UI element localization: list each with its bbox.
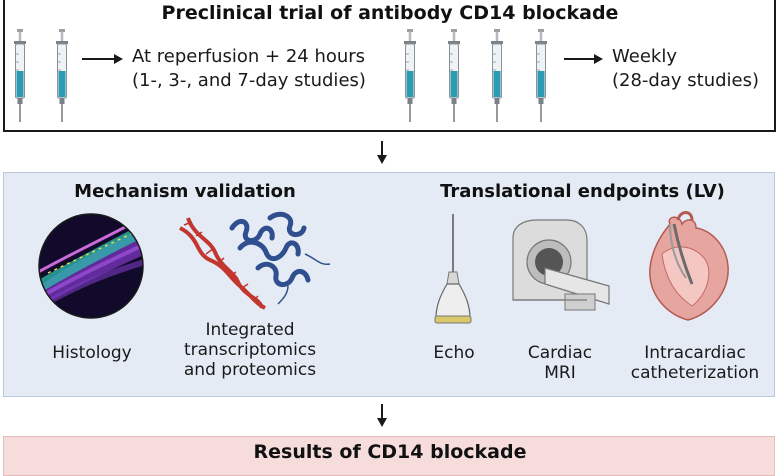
syringe-icon: [534, 28, 548, 123]
syringe-icon: [55, 28, 69, 123]
syringe-icon: [403, 28, 417, 123]
mechanism-title: Mechanism validation: [74, 181, 296, 202]
echo-probe-icon: [434, 214, 472, 324]
cath-label-line1: Intracardiac: [644, 343, 746, 363]
syringe-icon: [13, 28, 27, 123]
mri-label-line2: MRI: [544, 363, 576, 383]
syringe-icon: [490, 28, 504, 123]
syringes-layer: [13, 28, 603, 123]
mri-label: Cardiac MRI: [515, 343, 605, 383]
translational-title: Translational endpoints (LV): [440, 181, 725, 202]
heart-catheter-icon: [649, 211, 729, 321]
acute-dosing-line2: (1-, 3-, and 7-day studies): [132, 70, 366, 91]
acute-dosing-line1: At reperfusion + 24 hours: [132, 46, 366, 67]
omics-label-line2: transcriptomics: [183, 340, 317, 360]
syringe-icon: [447, 28, 461, 123]
arrow-right-icon: [564, 54, 603, 64]
histology-image-icon: [38, 213, 144, 319]
trial-box: [3, 0, 776, 132]
chronic-dosing-line1: Weekly: [612, 46, 677, 67]
arrow-right-icon: [82, 54, 123, 64]
cath-label: Intracardiac catheterization: [620, 343, 770, 383]
mri-label-line1: Cardiac: [527, 343, 593, 363]
cath-label-line2: catheterization: [630, 363, 760, 383]
chronic-dosing-line2: (28-day studies): [612, 70, 759, 91]
arrow-down-icon: [377, 404, 387, 427]
results-title: Results of CD14 blockade: [253, 441, 527, 463]
omics-label-line3: and proteomics: [183, 360, 317, 380]
echo-label: Echo: [433, 343, 475, 363]
diagram-title: Preclinical trial of antibody CD14 block…: [161, 2, 619, 24]
histology-label: Histology: [52, 343, 132, 363]
arrow-down-icon: [377, 141, 387, 164]
omics-label-line1: Integrated: [205, 320, 295, 340]
dna-protein-icon: [179, 211, 331, 310]
mri-scanner-icon: [512, 219, 610, 311]
omics-label: Integrated transcriptomics and proteomic…: [170, 320, 330, 380]
